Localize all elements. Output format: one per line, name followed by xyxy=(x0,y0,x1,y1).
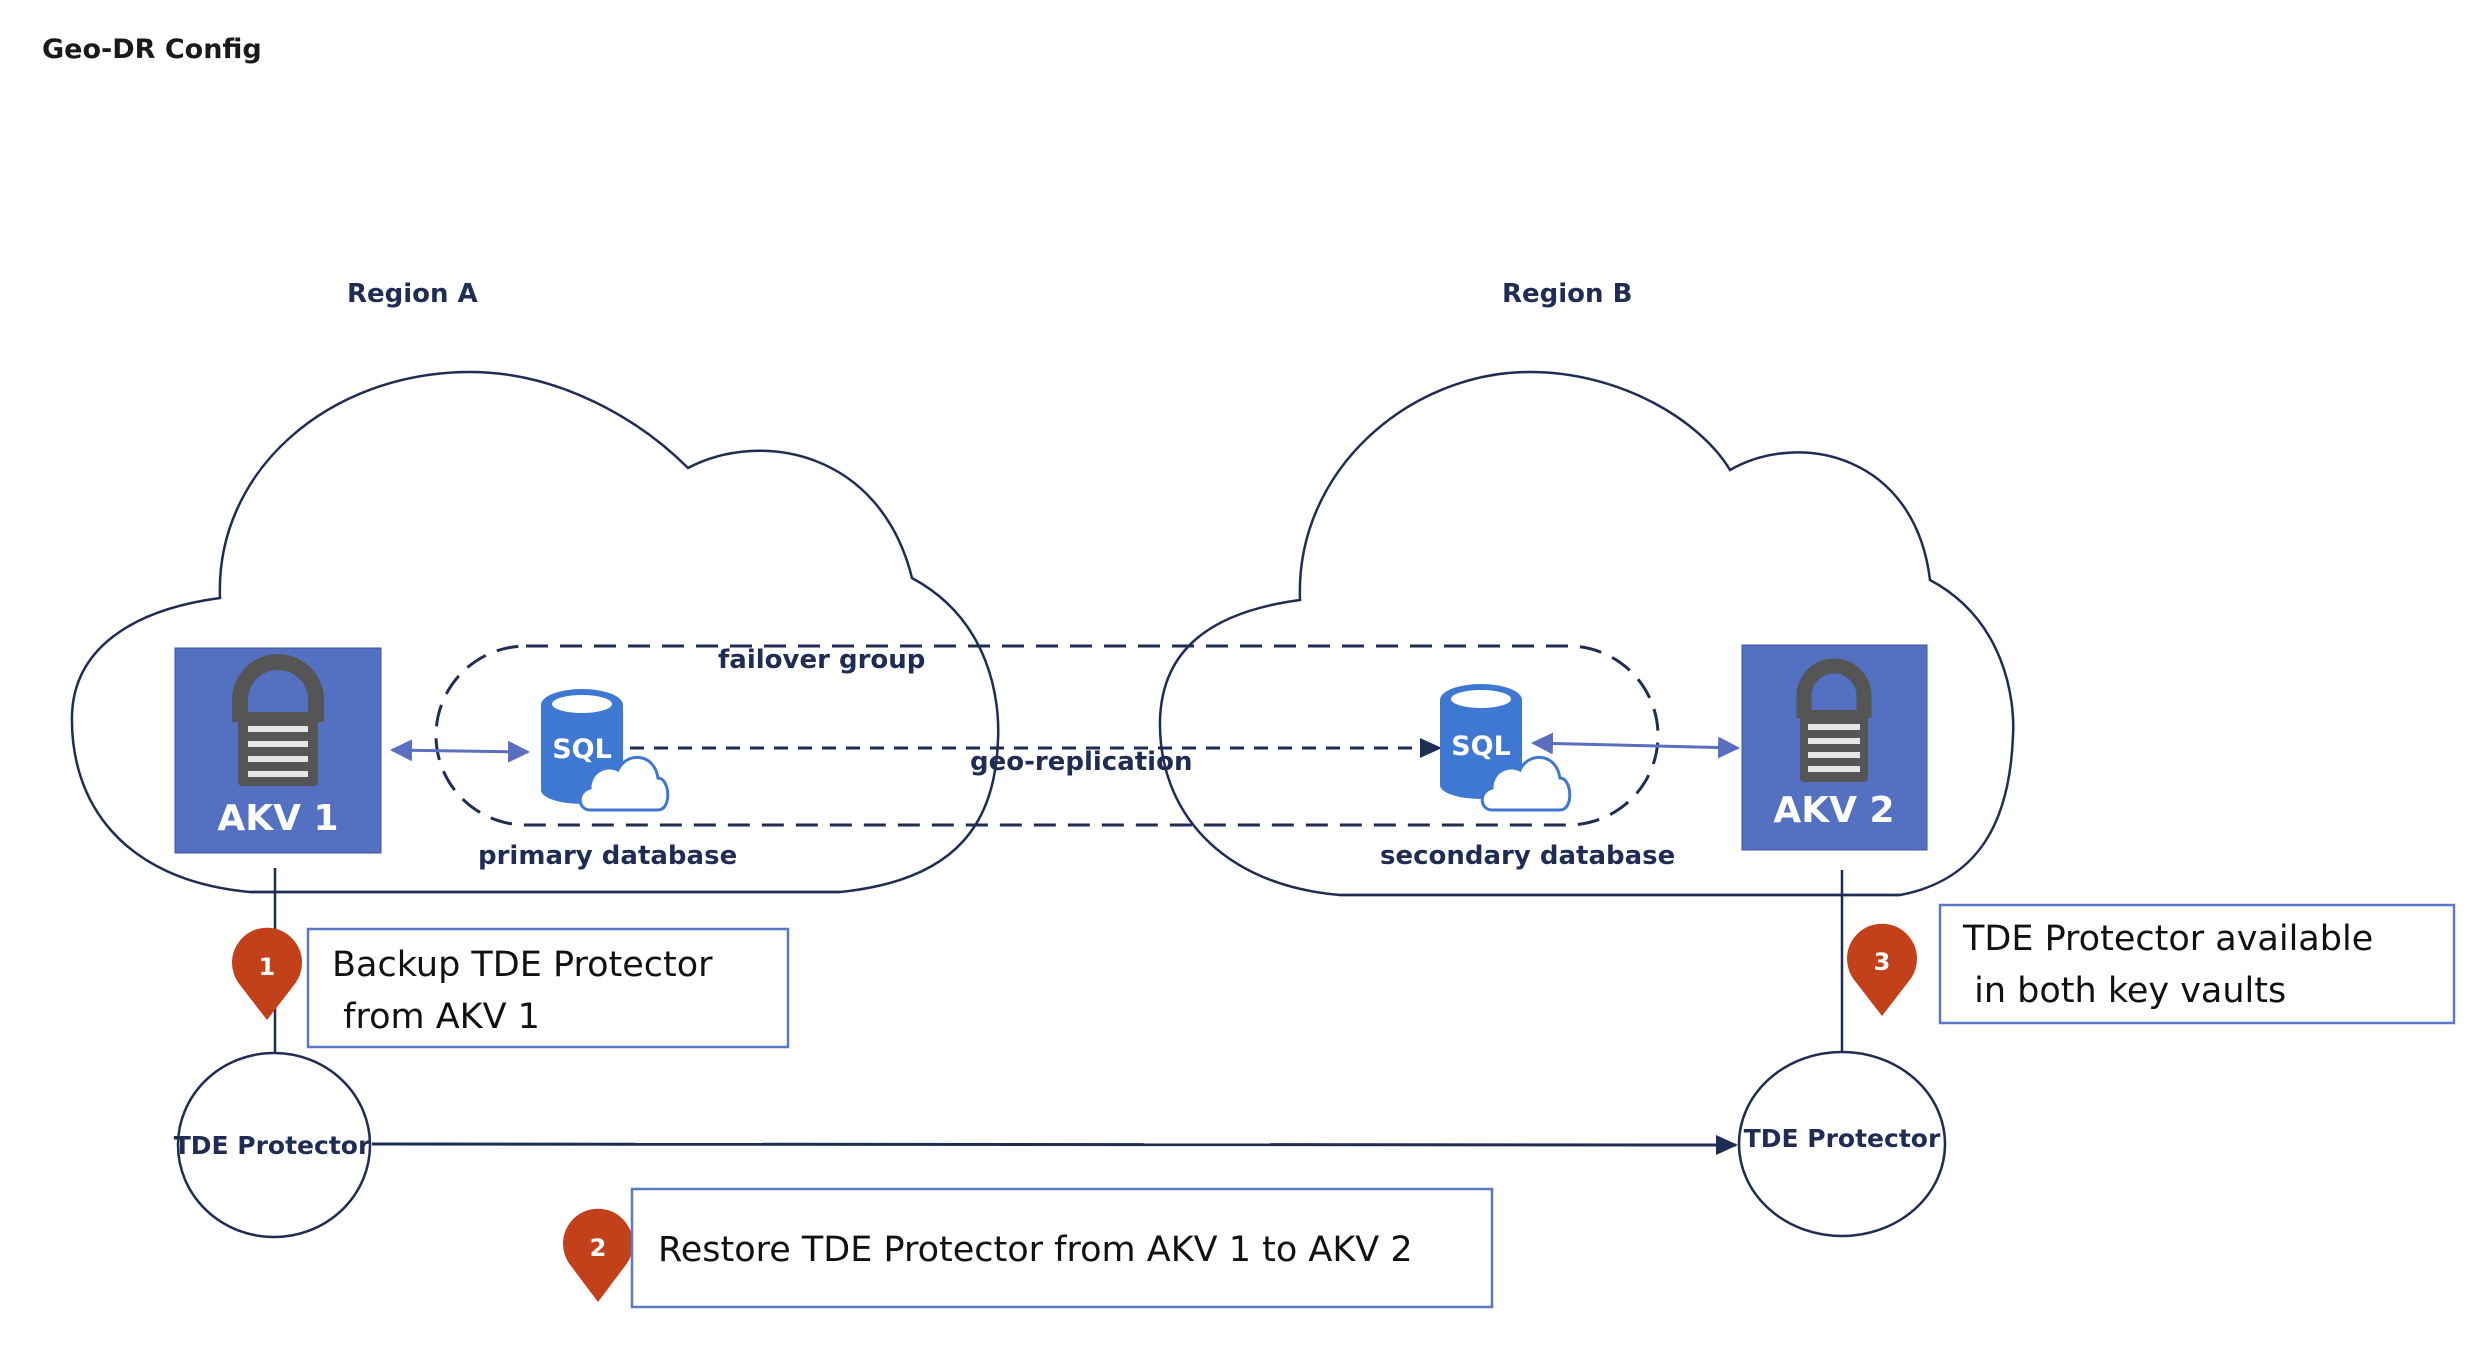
tde-protector-left[interactable]: TDE Protector xyxy=(174,1051,372,1239)
step-3-number: 3 xyxy=(1874,948,1891,976)
restore-arrow xyxy=(371,1134,1738,1155)
cloud-icon xyxy=(1480,755,1572,812)
tde-protector-left-label: TDE Protector xyxy=(174,1131,371,1160)
lock-icon xyxy=(232,654,324,786)
primary-database-label: primary database xyxy=(478,841,737,871)
failover-group-label: failover group xyxy=(718,645,925,675)
primary-sql-text: SQL xyxy=(552,734,612,765)
region-b-label: Region B xyxy=(1502,279,1632,309)
region-a-label: Region A xyxy=(347,279,478,309)
lock-icon xyxy=(1796,658,1872,782)
secondary-sql-text: SQL xyxy=(1451,731,1511,762)
akv2-key-vault[interactable]: AKV 2 xyxy=(1741,644,1928,851)
step-1-line-1: Backup TDE Protector xyxy=(332,945,713,985)
step-3-pin: 3 xyxy=(1847,923,1917,1016)
step-2-line-1: Restore TDE Protector from AKV 1 to AKV … xyxy=(658,1230,1413,1270)
region-b-cloud xyxy=(1158,370,2015,897)
tde-protector-right[interactable]: TDE Protector xyxy=(1737,1050,1947,1238)
step-1-line-2: from AKV 1 xyxy=(332,997,540,1037)
akv1-key-vault[interactable]: AKV 1 xyxy=(174,647,382,854)
page-title: Geo-DR Config xyxy=(42,34,262,65)
akv1-label: AKV 1 xyxy=(217,798,338,839)
secondary-akv2-link-arrow xyxy=(1531,732,1740,759)
failover-group-boundary xyxy=(434,644,1660,827)
secondary-database-label: secondary database xyxy=(1380,841,1675,871)
step-2-callout: Restore TDE Protector from AKV 1 to AKV … xyxy=(630,1187,1494,1309)
step-1-pin: 1 xyxy=(231,927,303,1020)
secondary-database[interactable]: SQL xyxy=(1440,684,1572,812)
step-2-number: 2 xyxy=(590,1234,607,1262)
geo-replication-label: geo-replication xyxy=(970,747,1192,777)
step-3-callout: TDE Protector available in both key vaul… xyxy=(1938,903,2456,1025)
cloud-icon xyxy=(578,755,670,812)
step-2-pin: 2 xyxy=(563,1208,633,1302)
akv2-label: AKV 2 xyxy=(1773,790,1894,831)
akv1-primary-link-arrow xyxy=(390,739,530,763)
step-3-line-1: TDE Protector available xyxy=(1962,919,2373,959)
step-3-line-2: in both key vaults xyxy=(1963,971,2286,1011)
tde-protector-right-label: TDE Protector xyxy=(1744,1124,1941,1153)
step-1-number: 1 xyxy=(259,953,276,981)
primary-database[interactable]: SQL xyxy=(541,689,670,812)
step-1-callout: Backup TDE Protector from AKV 1 xyxy=(306,927,790,1049)
region-a-cloud xyxy=(70,370,1000,894)
